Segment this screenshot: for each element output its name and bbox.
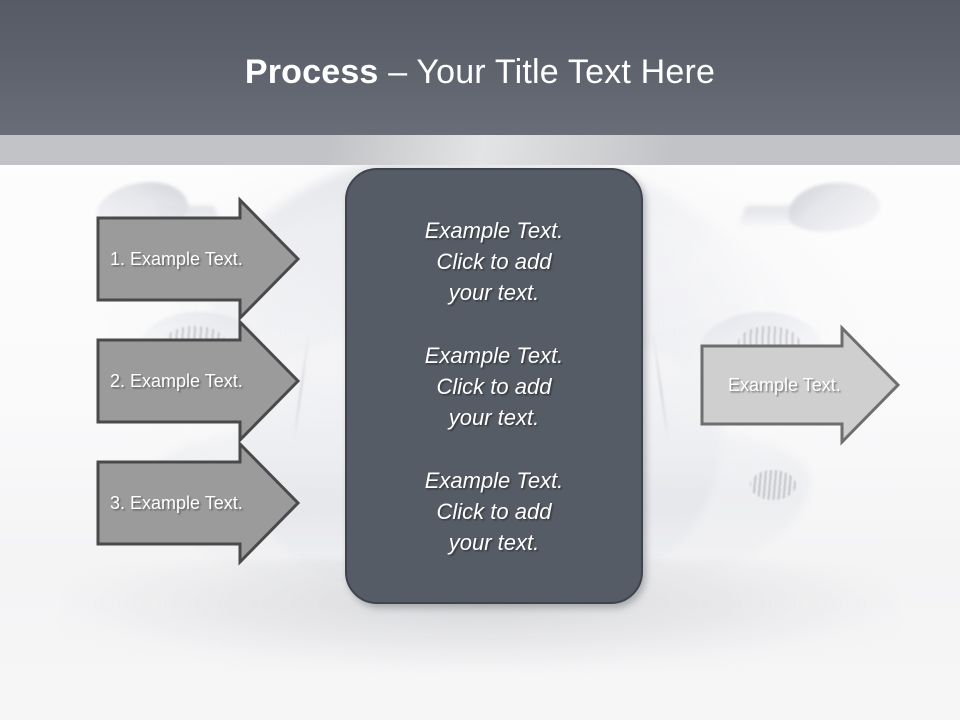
arrow-right-icon [96,196,301,322]
process-output-arrow[interactable]: Example Text. [700,324,901,446]
page-title-strong: Process [244,53,379,91]
process-step-arrow-3-label: 3. Example Text. [110,493,243,513]
process-step-arrow-3[interactable]: 3. Example Text. [96,440,301,566]
arrow-right-icon [96,440,301,566]
header-divider-sheen [330,135,670,165]
slide-header: Process – Your Title Text Here [0,0,960,135]
arrow-right-icon [700,324,901,446]
process-center-panel[interactable]: Example Text. Click to add your text. Ex… [345,168,643,604]
process-output-arrow-label: Example Text. [728,375,841,395]
center-panel-text-block-3: Example Text. Click to add your text. [424,467,564,555]
arrow-right-icon [96,318,301,444]
header-divider-band [0,135,960,165]
center-panel-text-block-1: Example Text. Click to add your text. [424,217,564,305]
page-title: Process – Your Title Text Here [0,52,960,92]
process-step-arrow-2-label: 2. Example Text. [110,371,243,391]
page-title-rest: – Your Title Text Here [378,53,716,91]
process-step-arrow-1[interactable]: 1. Example Text. [96,196,301,322]
center-panel-text-block-2: Example Text. Click to add your text. [424,342,564,430]
process-step-arrow-2[interactable]: 2. Example Text. [96,318,301,444]
process-step-arrow-1-label: 1. Example Text. [110,249,243,269]
car-fog-lamp [750,470,796,500]
